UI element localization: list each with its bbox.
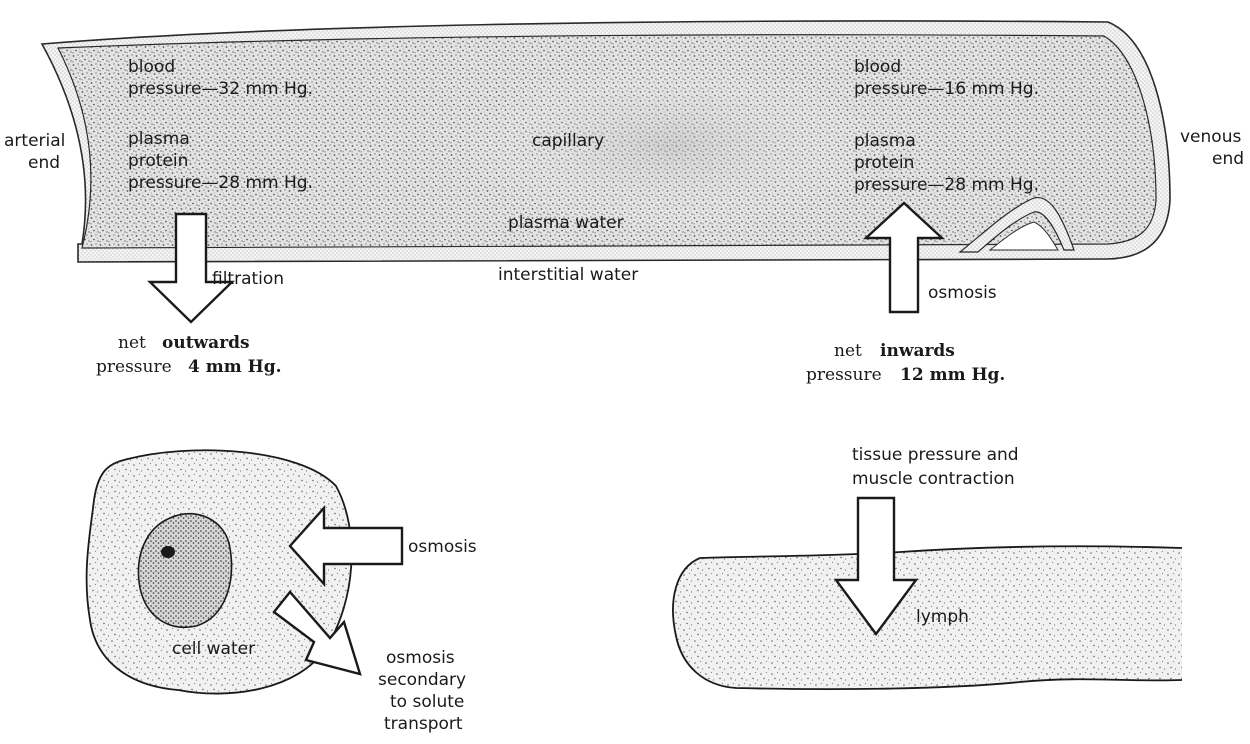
net-inwards-word-inwards: inwards [880, 341, 955, 361]
venous-plasma-label-line2: protein [854, 153, 914, 173]
net-outwards-pressure-word: pressure [96, 357, 172, 377]
filtration-label: filtration [212, 269, 284, 289]
cell-nucleus [138, 514, 231, 628]
cell-osmosis-out-line1: osmosis [386, 648, 455, 668]
osmosis-inwards-label: osmosis [928, 283, 997, 303]
cell-osmosis-in-label: osmosis [408, 537, 477, 557]
cell-nucleolus [161, 546, 175, 558]
tissue-pressure-line1: tissue pressure and [852, 445, 1019, 465]
arterial-plasma-label-line2: protein [128, 151, 188, 171]
venous-end-label-line1: venous [1180, 127, 1241, 147]
capillary-shade [440, 50, 900, 240]
plasma-water-label: plasma water [508, 213, 624, 233]
cell-water-label: cell water [172, 639, 255, 659]
interstitial-water-label: interstitial water [498, 265, 638, 285]
capillary-label: capillary [532, 131, 604, 151]
venous-blood-label-line1: blood [854, 57, 901, 77]
arterial-end-label-line2: end [28, 153, 60, 173]
net-inwards-word-net: net [834, 341, 862, 361]
venous-blood-pressure: pressure—16 mm Hg. [854, 79, 1039, 99]
net-outwards-word-net: net [118, 333, 146, 353]
arterial-end-label-line1: arterial [4, 131, 65, 151]
arterial-blood-pressure: pressure—32 mm Hg. [128, 79, 313, 99]
cell-osmosis-out-line2: secondary [378, 670, 466, 690]
cell-osmosis-out-line3: to solute [390, 692, 464, 712]
net-outwards-value: 4 mm Hg. [188, 357, 282, 377]
net-inwards-pressure-word: pressure [806, 365, 882, 385]
arterial-blood-label-line1: blood [128, 57, 175, 77]
net-outwards-annotation: net outwards pressure 4 mm Hg. [96, 333, 282, 377]
venous-end-label-line2: end [1212, 149, 1244, 169]
cell-osmosis-out-line4: transport [384, 714, 463, 734]
net-inwards-value: 12 mm Hg. [900, 365, 1005, 385]
lymph-label: lymph [916, 607, 969, 627]
net-inwards-annotation: net inwards pressure 12 mm Hg. [806, 341, 1005, 385]
arterial-plasma-pressure: pressure—28 mm Hg. [128, 173, 313, 193]
tissue-pressure-line2: muscle contraction [852, 469, 1015, 489]
arterial-plasma-label-line1: plasma [128, 129, 190, 149]
venous-plasma-label-line1: plasma [854, 131, 916, 151]
net-outwards-word-outwards: outwards [162, 333, 250, 353]
venous-plasma-pressure: pressure—28 mm Hg. [854, 175, 1039, 195]
